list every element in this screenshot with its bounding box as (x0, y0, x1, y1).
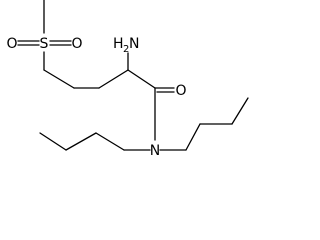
atom-oxygen-sulfonyl-left: O (6, 36, 17, 52)
amino-h: H (113, 36, 124, 52)
atom-labels: S O O O N H 2 N (6, 36, 186, 159)
bond-butyl-left-4 (39, 132, 67, 151)
bond-butyl-right-4 (231, 97, 249, 125)
bond-calpha-carbonyl (127, 69, 156, 89)
bond-lines (17, 0, 249, 151)
amino-n: N (129, 36, 139, 52)
amino-subscript: 2 (123, 44, 129, 55)
bond-ch2-calpha (98, 69, 129, 89)
atom-nitrogen-amide: N (150, 143, 160, 159)
atom-sulfur: S (40, 36, 49, 52)
bond-ch2-ch2 (43, 69, 75, 89)
bond-butyl-right-2 (185, 123, 201, 151)
atom-amino-group: H 2 N (113, 36, 139, 55)
molecule-drawing: S O O O N H 2 N (6, 0, 249, 159)
atom-oxygen-sulfonyl-right: O (71, 36, 82, 52)
bond-butyl-left-3 (65, 132, 97, 151)
bond-butyl-left-2 (95, 132, 125, 151)
structure-diagram: S O O O N H 2 N (6, 0, 249, 159)
atom-oxygen-carbonyl: O (175, 83, 186, 99)
